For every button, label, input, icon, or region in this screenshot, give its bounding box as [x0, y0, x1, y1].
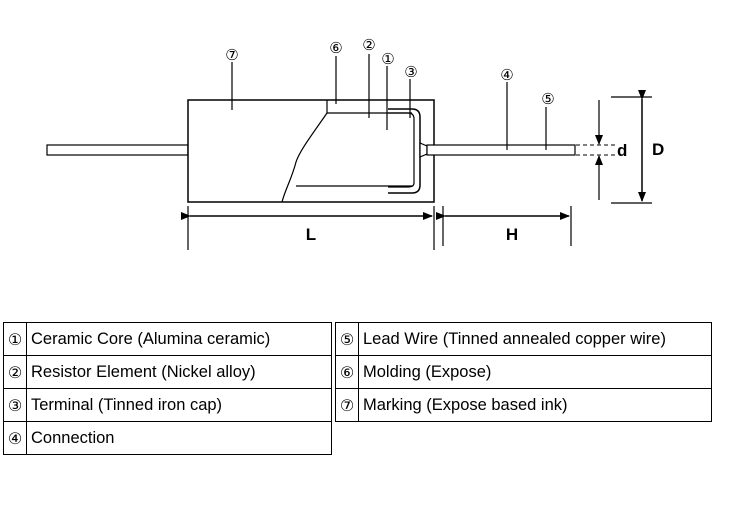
legend-number: ④: [3, 421, 27, 455]
dim-D-label: D: [652, 140, 664, 159]
dim-H-label: H: [506, 225, 518, 244]
legend-text: Terminal (Tinned iron cap): [26, 388, 332, 422]
legend-number: ①: [3, 322, 27, 356]
legend-number: ⑦: [335, 388, 359, 422]
legend-row: ① Ceramic Core (Alumina ceramic): [3, 322, 332, 356]
legend-row: ⑥ Molding (Expose): [335, 355, 712, 389]
callout-2: ②: [362, 36, 375, 54]
legend-row: ⑤ Lead Wire (Tinned annealed copper wire…: [335, 322, 712, 356]
dim-L-label: L: [306, 225, 316, 244]
resistor-diagram: ⑦ ⑥ ② ① ③ ④ ⑤ L H d D: [46, 36, 664, 250]
legend-row: ⑦ Marking (Expose based ink): [335, 388, 712, 422]
dim-d-label: d: [617, 141, 627, 160]
right-lead-wire: [426, 144, 576, 156]
legend-number: ②: [3, 355, 27, 389]
legend-text: Connection: [26, 421, 332, 455]
molding-cutaway: [281, 100, 328, 203]
connection-weld: [419, 142, 428, 158]
left-lead-wire: [46, 144, 189, 156]
legend-number: ③: [3, 388, 27, 422]
callout-1: ①: [381, 50, 394, 68]
legend-text: Molding (Expose): [358, 355, 712, 389]
callout-4: ④: [500, 66, 513, 84]
legend-text: Lead Wire (Tinned annealed copper wire): [358, 322, 712, 356]
legend-table-left: ① Ceramic Core (Alumina ceramic) ② Resis…: [3, 322, 332, 455]
resistor-body: [187, 99, 435, 203]
callout-6: ⑥: [329, 39, 342, 57]
legend-table-right: ⑤ Lead Wire (Tinned annealed copper wire…: [335, 322, 712, 422]
legend-number: ⑤: [335, 322, 359, 356]
legend-text: Marking (Expose based ink): [358, 388, 712, 422]
callout-3: ③: [404, 63, 417, 81]
callout-5: ⑤: [541, 90, 554, 108]
legend-row: ③ Terminal (Tinned iron cap): [3, 388, 332, 422]
legend-number: ⑥: [335, 355, 359, 389]
legend-text: Ceramic Core (Alumina ceramic): [26, 322, 332, 356]
callout-7: ⑦: [225, 46, 238, 64]
legend-text: Resistor Element (Nickel alloy): [26, 355, 332, 389]
legend-row: ② Resistor Element (Nickel alloy): [3, 355, 332, 389]
legend-row: ④ Connection: [3, 421, 332, 455]
